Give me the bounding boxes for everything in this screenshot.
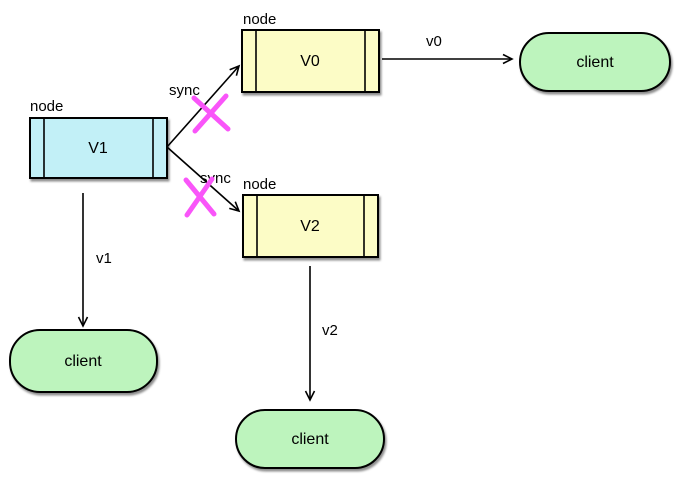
edge-label-v0: v0	[426, 33, 442, 50]
x-stroke	[184, 176, 215, 218]
client-bottom-left: client	[9, 329, 158, 393]
node-v0-label: V0	[300, 53, 320, 70]
edge-v1-to-client: v1	[77, 193, 112, 328]
client-bottom-left-body	[9, 329, 158, 393]
client-bottom-center-label: client	[291, 431, 329, 448]
client-bottom-left-label: client	[64, 353, 102, 370]
edge-label-sync-top: sync	[169, 82, 200, 99]
edge-v2-to-client: v2	[304, 266, 338, 402]
sync-blocked-x-icon-bottom	[183, 176, 217, 218]
client-bottom-center-body	[235, 409, 385, 469]
client-right-label: client	[576, 54, 614, 71]
x-stroke	[192, 93, 229, 134]
arrow-line-sync-v1-v2	[166, 146, 241, 213]
client-right: client	[519, 32, 671, 92]
node-v2-label: V2	[300, 218, 320, 235]
node-v1: node V1	[29, 98, 168, 179]
node-v1-label: V1	[88, 140, 108, 157]
node-v2-caption: node	[243, 176, 276, 193]
node-v2: node V2	[242, 176, 379, 258]
sync-blocked-x-icon-top	[191, 93, 231, 134]
node-v1-body	[29, 117, 168, 179]
edge-label-v2: v2	[322, 322, 338, 339]
node-v0: node V0	[241, 11, 380, 93]
node-v1-caption: node	[30, 98, 63, 115]
edge-label-sync-bottom: sync	[200, 170, 231, 187]
client-bottom-center: client	[235, 409, 385, 469]
node-v0-caption: node	[243, 11, 276, 28]
edge-label-v1: v1	[96, 250, 112, 267]
edge-v0-to-client: v0	[382, 33, 514, 65]
client-right-body	[519, 32, 671, 92]
node-v0-body	[241, 29, 380, 93]
node-v2-body	[242, 194, 379, 258]
